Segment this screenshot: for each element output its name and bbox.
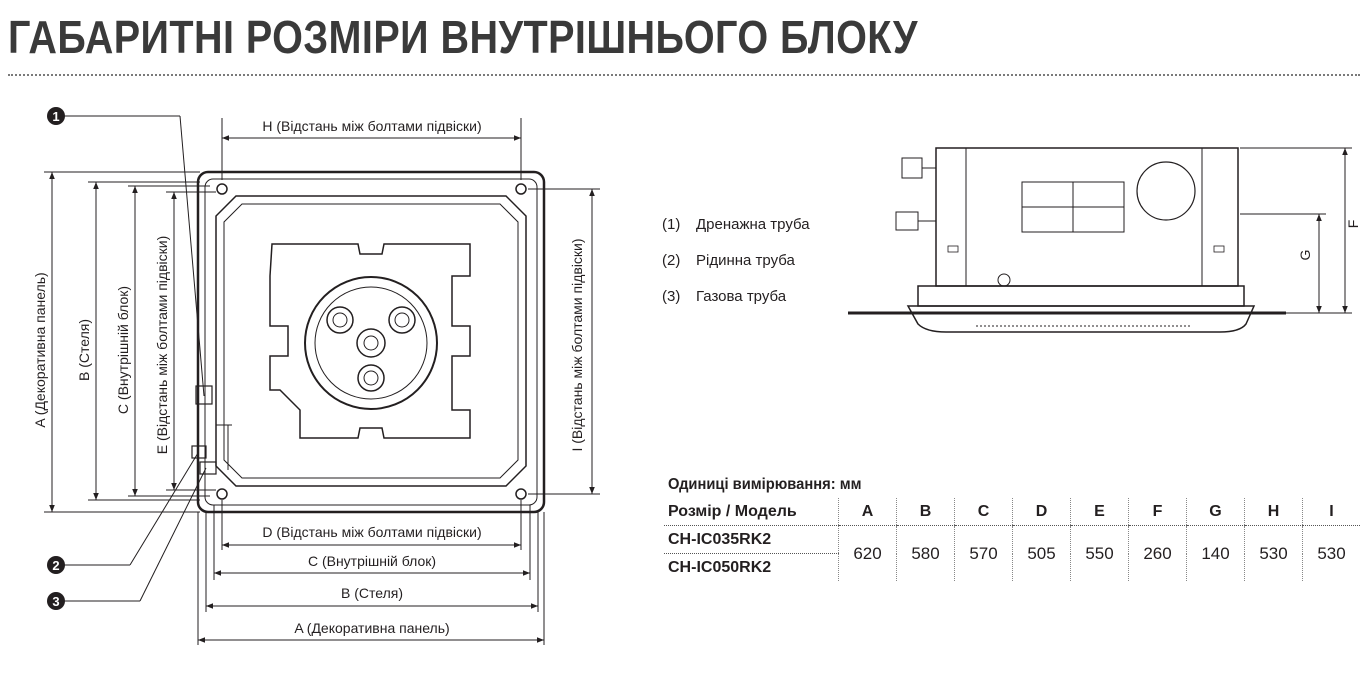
decorative-panel-side	[906, 305, 1256, 333]
value-e: 550	[1070, 525, 1129, 581]
value-d: 505	[1012, 525, 1071, 581]
dim-label-a-vertical: A (Декоративна панель)	[32, 272, 48, 427]
legend-text: Газова труба	[696, 288, 787, 305]
legend-number: (2)	[662, 252, 681, 269]
grille-outline	[269, 243, 471, 439]
dim-label-b-horizontal: B (Стеля)	[341, 585, 403, 601]
dimensions-table: Розмір / Модель A B C D E F G H I CH-IC0…	[664, 498, 1360, 581]
column-header-b: B	[896, 498, 955, 526]
legend-item-liquid: (2) Рідинна труба	[662, 252, 810, 288]
dim-label-e-vertical: E (Відстань між болтами підвіски)	[154, 236, 170, 455]
top-view	[191, 170, 546, 514]
column-header-c: C	[954, 498, 1013, 526]
callout-3: 3	[47, 467, 207, 610]
svg-text:3: 3	[52, 594, 59, 609]
pipe-legend: (1) Дренажна труба (2) Рідинна труба (3)…	[662, 216, 810, 324]
value-h: 530	[1244, 525, 1303, 581]
column-header-i: I	[1302, 498, 1360, 526]
table-header-row: Розмір / Модель A B C D E F G H I	[664, 498, 1360, 526]
table-row: CH-IC035RK2 620 580 570 505 550 260 140 …	[664, 525, 1360, 581]
dim-label-b-vertical: B (Стеля)	[76, 319, 92, 381]
decorative-panel-outline	[196, 170, 546, 514]
dim-label-i-vertical: I (Відстань між болтами підвіски)	[569, 238, 585, 451]
value-g: 140	[1186, 525, 1245, 581]
callout-2: 2	[47, 452, 199, 574]
unit-body	[935, 147, 1239, 287]
column-header-h: H	[1244, 498, 1303, 526]
column-header-a: A	[838, 498, 897, 526]
table-row: CH-IC050RK2	[664, 554, 1360, 582]
panel-frame	[917, 285, 1245, 307]
legend-number: (3)	[662, 288, 681, 305]
dim-label-c-vertical: C (Внутрішній блок)	[115, 286, 131, 414]
table-header-label: Розмір / Модель	[664, 498, 839, 526]
dim-label-h: H (Відстань між болтами підвіски)	[262, 118, 481, 134]
value-a: 620	[838, 525, 897, 581]
value-i: 530	[1302, 525, 1360, 581]
value-b: 580	[896, 525, 955, 581]
legend-text: Рідинна труба	[696, 252, 795, 269]
svg-text:1: 1	[52, 109, 59, 124]
fan-housing	[304, 276, 438, 410]
units-label: Одиниці вимірювання: мм	[668, 476, 862, 493]
value-c: 570	[954, 525, 1013, 581]
callout-1: 1	[47, 107, 205, 397]
svg-text:2: 2	[52, 558, 59, 573]
model-name: CH-IC035RK2	[664, 525, 839, 554]
dim-label-d: D (Відстань між болтами підвіски)	[262, 524, 481, 540]
title-divider	[8, 74, 1360, 76]
dim-label-f: F	[1345, 220, 1361, 229]
legend-text: Дренажна труба	[696, 216, 810, 233]
side-view	[848, 147, 1352, 333]
legend-item-gas: (3) Газова труба	[662, 288, 810, 324]
column-header-e: E	[1070, 498, 1129, 526]
dim-label-a-horizontal: A (Декоративна панель)	[294, 620, 449, 636]
column-header-d: D	[1012, 498, 1071, 526]
column-header-g: G	[1186, 498, 1245, 526]
page-title: ГАБАРИТНІ РОЗМІРИ ВНУТРІШНЬОГО БЛОКУ	[8, 11, 918, 63]
inner-unit-outline	[215, 195, 527, 487]
column-header-f: F	[1128, 498, 1187, 526]
dim-label-c-horizontal: C (Внутрішній блок)	[308, 553, 436, 569]
legend-number: (1)	[662, 216, 681, 233]
value-f: 260	[1128, 525, 1187, 581]
dim-label-g: G	[1297, 250, 1313, 261]
model-name: CH-IC050RK2	[668, 558, 772, 576]
legend-item-drain: (1) Дренажна труба	[662, 216, 810, 252]
